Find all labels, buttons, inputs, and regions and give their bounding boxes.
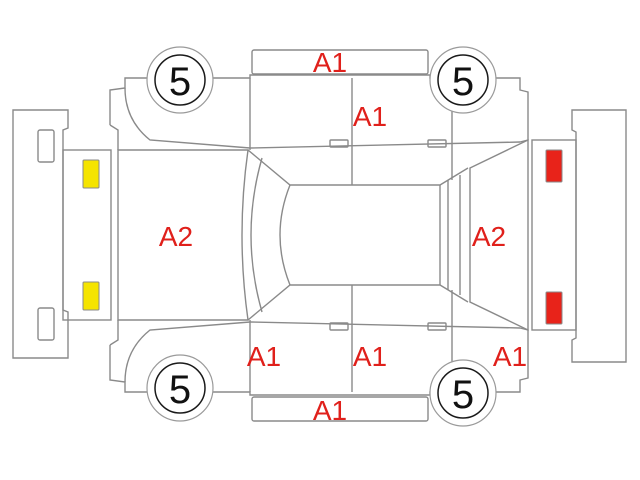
front-lamp-bottom	[82, 281, 100, 311]
top-side-sill	[251, 49, 429, 75]
damage-code-top-sill: A1	[313, 47, 347, 78]
front-bumper	[12, 109, 69, 359]
rear-panel	[531, 139, 577, 331]
cabin-roof	[247, 149, 469, 321]
rear-bumper	[571, 109, 627, 363]
damage-code-left-rear-door: A1	[353, 101, 387, 132]
damage-code-right-front-fender: A1	[247, 341, 281, 372]
wheel-front-right	[146, 354, 214, 422]
damage-code-right-rear-door: A1	[353, 341, 387, 372]
damage-code-hood: A2	[159, 221, 193, 252]
front-panel	[62, 149, 112, 321]
wheel-rear-right	[429, 359, 497, 427]
lower-side-body	[109, 285, 529, 396]
damage-code-bottom-sill: A1	[313, 395, 347, 426]
hood-panel	[117, 149, 249, 321]
bottom-side-sill	[251, 396, 429, 422]
damage-code-trunk: A2	[472, 221, 506, 252]
rear-lamp-bottom	[545, 291, 563, 325]
tire-grade-front-right: 5	[169, 368, 191, 412]
trunk-panel	[469, 138, 529, 332]
front-lamp-top	[82, 159, 100, 189]
rear-lamp-top	[545, 149, 563, 183]
tire-grade-rear-left: 5	[452, 60, 474, 104]
tire-grade-rear-right: 5	[452, 373, 474, 417]
tire-grade-front-left: 5	[169, 60, 191, 104]
damage-code-right-rear-quarter: A1	[493, 341, 527, 372]
wheel-front-left	[146, 46, 214, 114]
wheel-rear-left	[429, 46, 497, 114]
